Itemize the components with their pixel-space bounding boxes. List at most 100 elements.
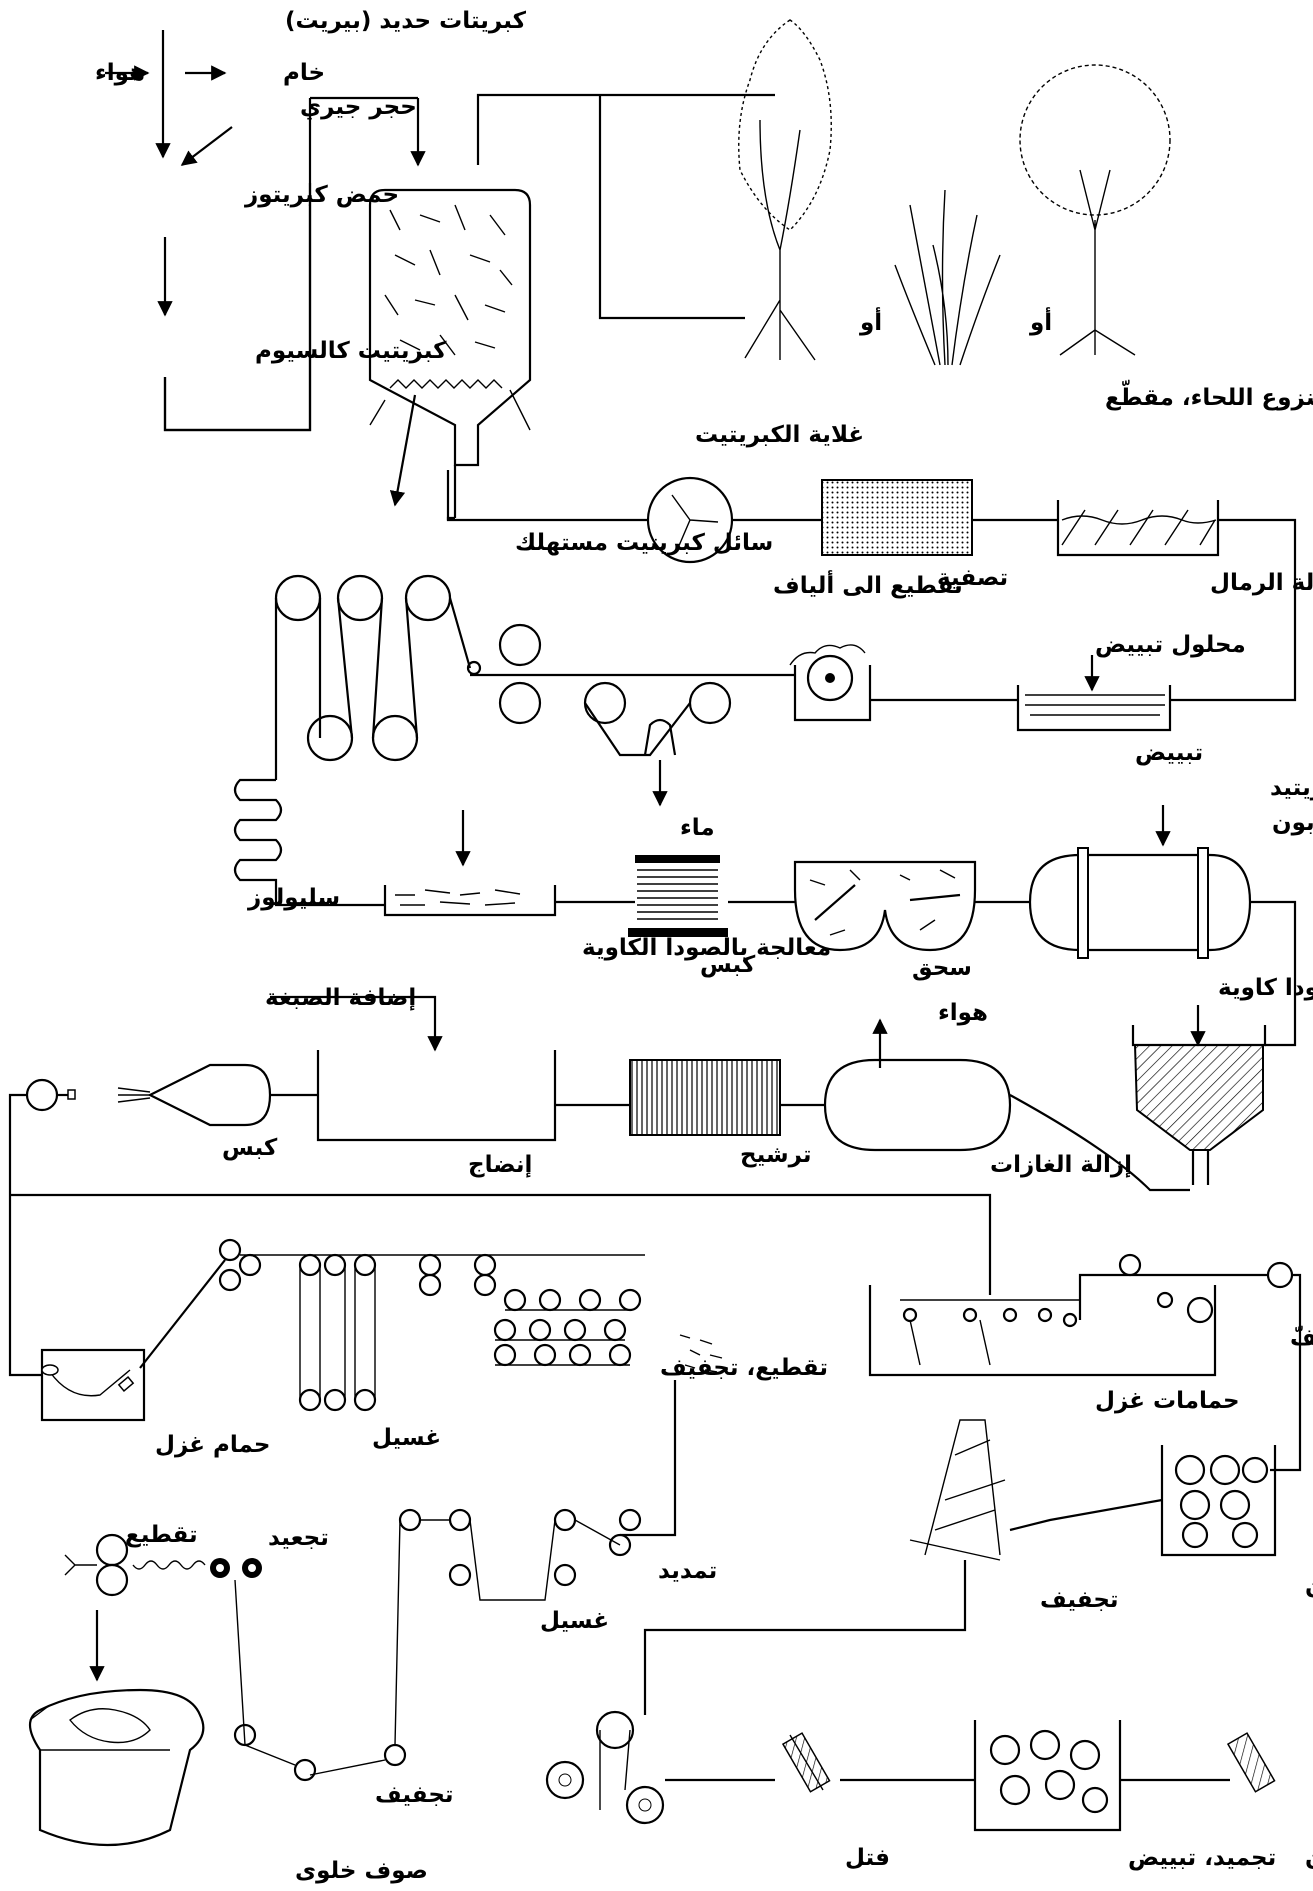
label-sand-removal: إزالة الرمال xyxy=(1210,570,1313,596)
vat-icon xyxy=(973,1720,1122,1832)
grass-icon xyxy=(894,189,1001,366)
label-setting-bleaching: تجميد، تبييض xyxy=(1128,1845,1276,1871)
spinning-baths-icon xyxy=(868,1285,1217,1377)
label-spinning-baths: حمامات غزل xyxy=(1095,1388,1240,1414)
label-screening: تصفية xyxy=(937,565,1008,591)
vat-icon xyxy=(1160,1445,1277,1557)
press-icon xyxy=(628,855,728,937)
bobbin-icon xyxy=(545,1710,665,1825)
hopper-icon xyxy=(1131,1025,1267,1185)
wood-feed-pipe xyxy=(598,95,745,320)
label-pyrite: كبريتات حديد (بيريت) xyxy=(285,8,527,34)
label-crimping: تجعيد xyxy=(268,1525,329,1551)
bobbin-icon xyxy=(781,1732,831,1793)
label-caustic-soda: صودا كاوية xyxy=(1218,975,1313,1001)
hot-to-dry-line xyxy=(1009,1498,1163,1532)
pulp-line xyxy=(446,470,650,522)
digester-icon xyxy=(368,188,532,467)
churn-icon xyxy=(1028,847,1252,959)
sulfite-feed-pipe xyxy=(163,98,312,432)
gear-icon xyxy=(210,1558,262,1578)
sulfite-feed-line xyxy=(163,183,312,432)
filter-icon xyxy=(629,1059,781,1136)
screen-icon xyxy=(821,479,973,556)
labels: كبريتات حديد (بيريت) هواء خام حجر جيري ح… xyxy=(95,8,1313,1884)
label-dye-addition: إضافة الصبغة xyxy=(265,985,416,1011)
roller-icon xyxy=(1118,1253,1294,1324)
label-calcium-sulfite: كبريتيت كالسيوم xyxy=(255,338,447,364)
label-soda-treatment: معالجة بالصودا الكاوية xyxy=(582,935,831,961)
cellulose-sheet-path xyxy=(233,778,385,907)
label-carbon-disulfide-2: كربون xyxy=(1272,810,1313,836)
spent-liquor-arrow xyxy=(389,394,417,507)
soda-to-hopper-line xyxy=(1250,900,1297,1047)
vat-icon xyxy=(383,885,557,917)
bale-icon xyxy=(28,1688,205,1847)
label-sulfurous-acid: حمض كبريتوز xyxy=(244,182,399,208)
label-shredding: سحق xyxy=(912,955,972,981)
label-staple-wool: صوف خلوى xyxy=(295,1858,428,1884)
wood-feed-pipe-top xyxy=(476,93,775,165)
left-loop-line xyxy=(8,1093,42,1377)
label-rayon: رايون xyxy=(1305,1845,1313,1871)
press-nip xyxy=(643,718,677,756)
label-stretching: تمديد xyxy=(658,1558,717,1584)
bobbin-icon xyxy=(1226,1732,1276,1793)
label-raw: خام xyxy=(283,60,325,86)
label-drying-1: تجفيف xyxy=(1040,1587,1119,1613)
spin-to-hot-line xyxy=(1078,1273,1302,1472)
label-press-1: كبس xyxy=(700,952,756,978)
mid-split-line xyxy=(10,1193,992,1295)
vat-icon xyxy=(1056,500,1220,557)
label-washing-2: غسيل xyxy=(540,1608,609,1634)
label-degassing: إزالة الغازات xyxy=(990,1152,1132,1178)
dryer-icon xyxy=(909,1419,1006,1561)
dry-to-bobbin-line xyxy=(643,1560,967,1715)
label-spent-liquor: سائل كبريتيت مستهلك xyxy=(515,530,773,556)
spin-to-rollers xyxy=(139,1259,226,1369)
label-or-right: أو xyxy=(1029,306,1052,336)
chemical-chain xyxy=(105,30,312,432)
label-air-out: هواء xyxy=(938,1000,988,1026)
label-winding: لفّ xyxy=(1290,1325,1313,1351)
spinneret-icon xyxy=(25,1063,272,1127)
roller-icon xyxy=(274,574,452,762)
degasser-icon xyxy=(823,1058,1012,1152)
label-press-2: كبس xyxy=(222,1135,278,1161)
shredder-icon xyxy=(793,860,977,952)
cut-to-stretch-line xyxy=(620,1380,677,1537)
label-cutting-drying: تقطيع، تجفيف xyxy=(660,1355,828,1381)
label-washing-1: غسيل xyxy=(372,1425,441,1451)
label-defibering: تقطيع الى ألياف xyxy=(773,569,963,599)
tree-icon xyxy=(738,19,832,361)
vat-icon xyxy=(789,644,872,722)
label-carbon-disulfide-1: كبريتيد xyxy=(1270,775,1313,801)
sand-to-bleach-line xyxy=(1170,518,1297,702)
label-hot-water-baths: حمامات ماء ساخن xyxy=(1305,1572,1313,1598)
label-cellulose: سليولوز xyxy=(247,885,340,911)
label-or-left: أو xyxy=(859,306,882,336)
drying-felt xyxy=(274,597,472,780)
fan-icon xyxy=(646,476,734,564)
label-air-in: هواء xyxy=(95,60,145,86)
label-bleaching: تبييض xyxy=(1135,740,1203,766)
label-limestone: حجر جيري xyxy=(300,94,417,120)
label-wood-types: مفروز، منزوع اللحاء، مقطّع xyxy=(1105,380,1313,411)
vat-icon xyxy=(1016,685,1172,732)
crimped-fibre xyxy=(132,1560,206,1570)
label-drying-2: تجفيف xyxy=(375,1782,454,1808)
vat-icon xyxy=(316,1050,557,1142)
dye-arrow xyxy=(270,995,443,1052)
spinning-bath-icon xyxy=(40,1348,146,1422)
tree-icon xyxy=(1019,64,1171,356)
roller-icon xyxy=(218,1238,642,1412)
label-spinning-bath: حمام غزل xyxy=(155,1432,270,1458)
digester-label-leader xyxy=(509,389,531,431)
label-water: ماء xyxy=(680,815,715,841)
fibre-paths xyxy=(240,1254,645,1400)
label-filtration: ترشيح xyxy=(740,1142,812,1168)
hopper-to-degas-line xyxy=(1009,1094,1190,1192)
label-ripening: إنضاج xyxy=(468,1152,532,1178)
digester-leader xyxy=(369,399,386,426)
